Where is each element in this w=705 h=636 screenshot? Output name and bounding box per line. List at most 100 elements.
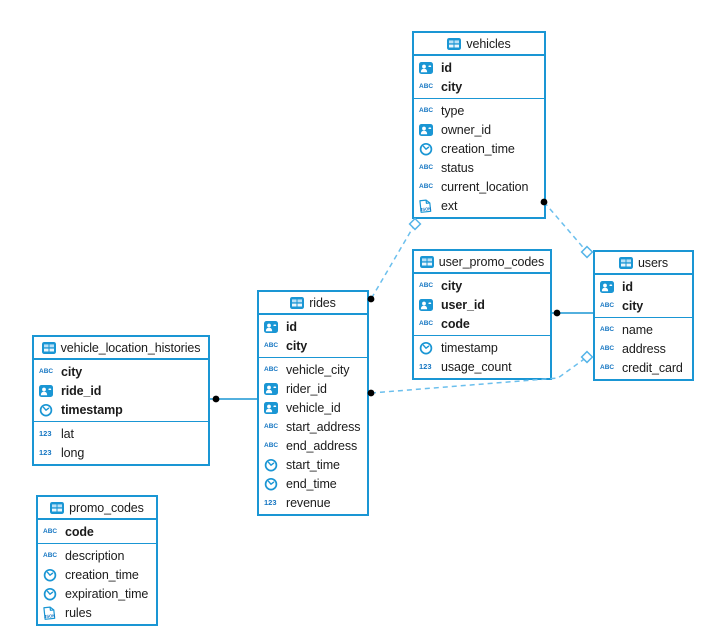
column-name: city bbox=[286, 338, 308, 353]
relation-user-promo-codes-users[interactable] bbox=[552, 309, 594, 317]
column-row-code: ABC code bbox=[414, 314, 550, 333]
table-header: vehicles bbox=[414, 33, 544, 56]
table-title: user_promo_codes bbox=[438, 254, 545, 269]
column-row-id: id bbox=[259, 317, 367, 336]
column-name: vehicle_city bbox=[286, 362, 350, 377]
column-name: lat bbox=[61, 426, 74, 441]
column-row-rules: JSON rules bbox=[38, 603, 156, 622]
string-type-icon: ABC bbox=[419, 282, 434, 289]
column-row-creation_time: creation_time bbox=[414, 139, 544, 158]
column-row-vehicle_id: vehicle_id bbox=[259, 398, 367, 417]
column-name: type bbox=[441, 103, 465, 118]
string-type-icon: ABC bbox=[419, 164, 434, 171]
table-header: user_promo_codes bbox=[414, 251, 550, 274]
column-row-ext: JSON ext bbox=[414, 196, 544, 215]
table-header: vehicle_location_histories bbox=[34, 337, 208, 360]
column-row-city: ABC city bbox=[259, 336, 367, 355]
column-row-end_time: end_time bbox=[259, 474, 367, 493]
json-type-icon: JSON bbox=[419, 199, 436, 213]
string-type-icon: ABC bbox=[39, 368, 54, 375]
column-name: city bbox=[61, 364, 83, 379]
relation-vehicle-location-histories-rides[interactable] bbox=[210, 395, 258, 403]
column-name: creation_time bbox=[441, 141, 515, 156]
table-title: vehicles bbox=[466, 36, 511, 51]
table-icon bbox=[50, 501, 65, 514]
ref-type-icon bbox=[264, 382, 281, 395]
number-type-icon: 123 bbox=[419, 362, 432, 371]
ref-type-icon bbox=[419, 123, 436, 136]
string-type-icon: ABC bbox=[43, 528, 58, 535]
table-title: vehicle_location_histories bbox=[60, 340, 201, 355]
table-icon bbox=[447, 37, 462, 50]
timestamp-type-icon bbox=[39, 403, 56, 417]
timestamp-type-icon bbox=[419, 341, 436, 355]
string-type-icon: ABC bbox=[600, 364, 615, 371]
table-icon bbox=[618, 256, 633, 269]
column-name: expiration_time bbox=[65, 586, 149, 601]
timestamp-type-icon bbox=[43, 568, 60, 582]
column-name: rules bbox=[65, 605, 92, 620]
column-name: timestamp bbox=[441, 340, 498, 355]
column-name: timestamp bbox=[61, 402, 123, 417]
column-name: code bbox=[441, 316, 470, 331]
timestamp-type-icon bbox=[264, 477, 281, 491]
table-vehicle-location-histories[interactable]: vehicle_location_histories ABC city ride_… bbox=[32, 335, 210, 466]
string-type-icon: ABC bbox=[264, 366, 279, 373]
column-name: usage_count bbox=[441, 359, 512, 374]
column-name: current_location bbox=[441, 179, 529, 194]
ref-type-icon bbox=[39, 384, 56, 397]
string-type-icon: ABC bbox=[600, 302, 615, 309]
non-key-columns-section: timestamp 123 usage_count bbox=[414, 335, 550, 378]
column-name: rider_id bbox=[286, 381, 327, 396]
column-row-start_time: start_time bbox=[259, 455, 367, 474]
column-name: city bbox=[441, 79, 463, 94]
timestamp-type-icon bbox=[419, 142, 436, 156]
ref-type-icon bbox=[600, 280, 617, 293]
table-title: promo_codes bbox=[69, 500, 144, 515]
column-name: revenue bbox=[286, 495, 331, 510]
column-name: start_address bbox=[286, 419, 361, 434]
string-type-icon: ABC bbox=[600, 345, 615, 352]
column-row-lat: 123 lat bbox=[34, 424, 208, 443]
key-columns-section: ABC city ride_id timestamp bbox=[34, 360, 208, 421]
string-type-icon: ABC bbox=[419, 320, 434, 327]
string-type-icon: ABC bbox=[43, 552, 58, 559]
number-type-icon: 123 bbox=[39, 429, 52, 438]
ref-type-icon bbox=[264, 320, 281, 333]
string-type-icon: ABC bbox=[264, 442, 279, 449]
column-name: id bbox=[622, 279, 633, 294]
column-row-ride_id: ride_id bbox=[34, 381, 208, 400]
column-name: credit_card bbox=[622, 360, 683, 375]
timestamp-type-icon bbox=[264, 458, 281, 472]
string-type-icon: ABC bbox=[600, 326, 615, 333]
string-type-icon: ABC bbox=[264, 342, 279, 349]
table-icon bbox=[419, 255, 434, 268]
column-name: address bbox=[622, 341, 666, 356]
string-type-icon: ABC bbox=[419, 107, 434, 114]
column-name: start_time bbox=[286, 457, 340, 472]
svg-text:JSON: JSON bbox=[420, 206, 432, 212]
column-name: city bbox=[622, 298, 644, 313]
column-name: id bbox=[441, 60, 452, 75]
column-name: id bbox=[286, 319, 297, 334]
svg-text:JSON: JSON bbox=[44, 613, 56, 619]
